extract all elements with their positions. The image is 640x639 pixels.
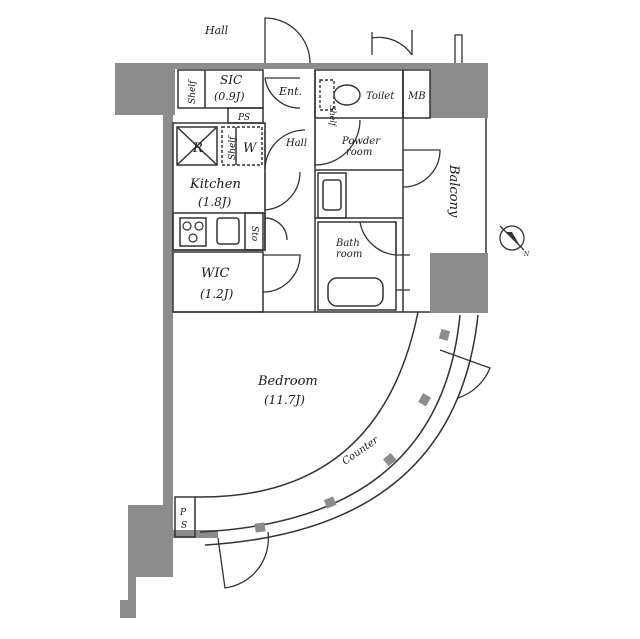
partitions <box>172 69 487 538</box>
label-r: R <box>192 141 203 156</box>
toilet-tank <box>319 79 335 111</box>
column-top-right <box>430 63 488 118</box>
burner-2 <box>194 221 204 231</box>
label-ent: Ent. <box>278 85 302 98</box>
counter-kitchen <box>172 212 264 251</box>
door-stub-bottom <box>120 600 136 618</box>
stove-burners <box>182 221 204 243</box>
label-ps-bottom-2: S <box>181 521 187 531</box>
label-powder-2: room <box>346 147 372 158</box>
label-ps-bottom-1: P <box>179 508 187 518</box>
window-frame-3 <box>382 452 397 467</box>
window-frame-5 <box>438 328 451 341</box>
label-sto: Sto <box>249 226 259 242</box>
powder-door <box>314 119 361 166</box>
washer-box <box>221 126 263 166</box>
kitchen-hall-door <box>264 129 306 171</box>
window-frame-2 <box>323 496 337 509</box>
toilet-bowl <box>333 84 361 106</box>
bottom-right-door <box>439 349 491 399</box>
label-toilet: Toilet <box>366 91 395 102</box>
window-frame-4 <box>418 393 431 407</box>
label-bath-1: Bath <box>335 238 360 249</box>
ps-bottom-box <box>174 496 196 538</box>
compass-ring <box>499 225 525 251</box>
compass-arrow-icon <box>506 232 520 246</box>
vanity-basin <box>322 179 342 211</box>
sto-box <box>244 212 266 251</box>
top-right-door <box>371 30 413 56</box>
label-sic: SIC <box>220 73 242 87</box>
burner-1 <box>182 221 192 231</box>
label-counter: Counter <box>340 434 381 467</box>
label-wic-area: (1.2J) <box>200 287 234 301</box>
mb-box <box>402 69 431 119</box>
label-ps-top: PS <box>237 113 250 123</box>
structural-walls <box>115 63 488 618</box>
doors <box>217 17 491 589</box>
label-compass-n: N <box>523 251 530 258</box>
label-mb: MB <box>407 91 426 102</box>
bottom-left-door <box>217 531 270 589</box>
bath-door <box>359 221 397 256</box>
balcony-door <box>402 149 441 188</box>
sink-box <box>216 217 240 245</box>
label-powder-1: Powder <box>341 136 381 147</box>
label-shelf-kitchen: Shelf <box>228 135 238 160</box>
burner-3 <box>188 233 198 243</box>
label-sic-area: (0.9J) <box>214 90 245 103</box>
label-w: W <box>243 141 258 156</box>
column-top-left <box>115 63 175 115</box>
fridge-box <box>176 126 218 166</box>
label-kitchen-area: (1.8J) <box>198 195 232 209</box>
sto-door <box>264 217 288 241</box>
label-bedroom-area: (11.7J) <box>264 393 305 407</box>
door-stub-bar <box>128 577 136 601</box>
label-wic: WIC <box>201 266 229 281</box>
sic-door <box>264 77 301 109</box>
fridge-x2 <box>176 126 218 166</box>
counter-inner-arc <box>194 311 419 498</box>
wall-left-bedroom <box>163 115 173 507</box>
outer-arc-2 <box>204 314 479 546</box>
compass <box>499 225 525 251</box>
column-mid-right <box>430 253 488 313</box>
label-kitchen: Kitchen <box>189 177 241 192</box>
bath-side-door <box>396 254 410 291</box>
stove-box <box>179 217 207 247</box>
window-frame-1 <box>254 522 266 533</box>
bath-box <box>317 221 397 311</box>
hall-right-stub <box>454 34 463 63</box>
label-bath-2: room <box>336 249 362 260</box>
hall-door-bottom <box>264 171 301 211</box>
entrance-door <box>264 17 311 64</box>
label-shelf-toilet: Shelf <box>328 105 337 128</box>
wall-top <box>175 63 430 69</box>
label-hall-inner: Hall <box>285 138 307 149</box>
label-shelf-sic: Shelf <box>188 79 198 104</box>
labels: Hall SIC (0.9J) Shelf Ent. PS R Shelf W … <box>179 24 530 531</box>
bathtub <box>327 277 384 307</box>
wic-door <box>262 254 301 293</box>
window-frames <box>254 328 451 533</box>
label-hall-top: Hall <box>204 24 229 37</box>
toilet-fixture <box>319 79 361 111</box>
sic-box <box>177 69 264 109</box>
column-bottom-left <box>128 505 173 577</box>
label-balcony: Balcony <box>446 164 461 218</box>
curved-wall <box>194 311 479 546</box>
wic-box <box>172 251 264 313</box>
label-bedroom: Bedroom <box>257 374 318 389</box>
